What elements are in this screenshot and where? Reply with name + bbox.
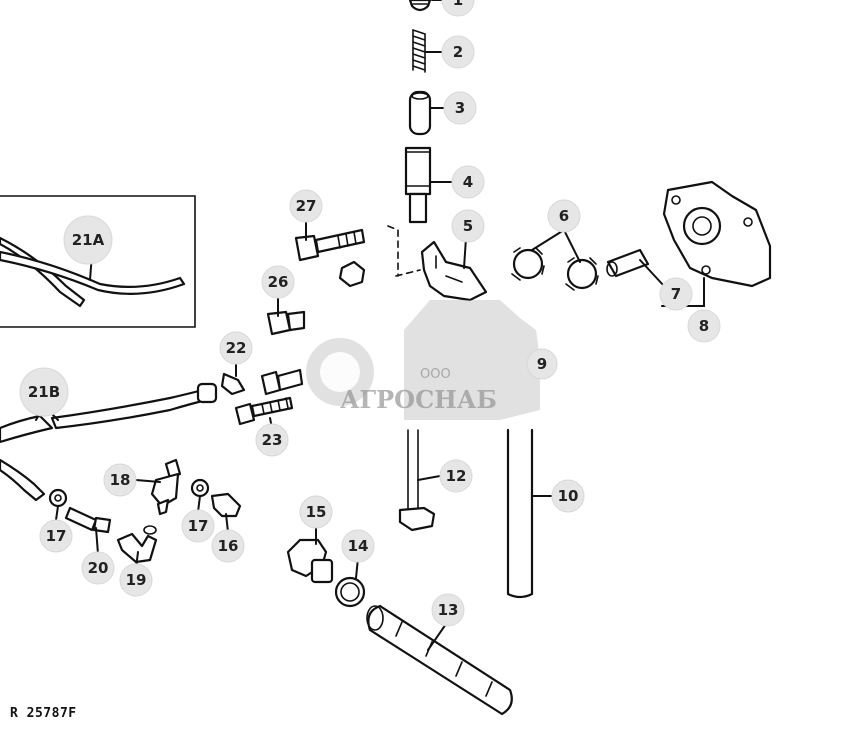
- callout-18-label: 18: [110, 471, 131, 489]
- part-12-pickup-tube: [398, 429, 436, 532]
- part-10-dipstick-tube: [506, 428, 534, 599]
- callout-14: 14: [341, 529, 375, 563]
- part-5-pump-body: [387, 225, 488, 302]
- callout-23: 23: [255, 423, 289, 457]
- company-watermark: ООО АГРОСНАБ: [306, 300, 540, 420]
- callout-13: 13: [431, 593, 465, 627]
- part-4-valve-housing: [404, 146, 432, 224]
- watermark-company: АГРОСНАБ: [340, 385, 497, 414]
- callout-6: 6: [547, 199, 581, 233]
- callout-19-label: 19: [126, 571, 147, 589]
- callout-4: 4: [451, 165, 485, 199]
- callout-17-right-label: 17: [188, 517, 209, 535]
- part-27-bolt: [294, 228, 366, 288]
- callout-10-label: 10: [558, 487, 579, 505]
- callout-23-label: 23: [262, 431, 283, 449]
- callout-14-label: 14: [348, 537, 369, 555]
- part-16-fitting: [210, 492, 242, 518]
- part-23-bolt: [234, 396, 294, 426]
- callout-17-right: 17: [181, 509, 215, 543]
- callout-9-label: 9: [537, 355, 547, 373]
- callout-21b-label: 21B: [28, 383, 60, 401]
- callout-12: 12: [439, 459, 473, 493]
- callout-13-label: 13: [438, 601, 459, 619]
- callout-2: 2: [441, 35, 475, 69]
- callout-21a-label: 21A: [72, 231, 105, 249]
- callout-21a: 21A: [63, 215, 113, 265]
- callout-27: 27: [289, 189, 323, 223]
- callout-10: 10: [551, 479, 585, 513]
- callout-6-label: 6: [559, 207, 569, 225]
- callout-1-label: 1: [453, 0, 463, 9]
- callout-21b: 21B: [19, 367, 69, 417]
- part-13-filter-screen: [366, 604, 513, 716]
- callout-20-label: 20: [88, 559, 109, 577]
- part-19-elbow: [116, 525, 158, 564]
- callout-17-left: 17: [39, 519, 73, 553]
- callout-27-label: 27: [296, 197, 317, 215]
- part-17-washer-left: [48, 488, 68, 508]
- callout-3: 3: [443, 91, 477, 125]
- part-22-fitting: [220, 372, 246, 396]
- part-7-bushing: [606, 248, 650, 278]
- callout-7-label: 7: [671, 285, 681, 303]
- part-21b-tube: [0, 382, 218, 502]
- callout-22-label: 22: [226, 339, 247, 357]
- callout-5: 5: [451, 209, 485, 243]
- callout-17-left-label: 17: [46, 527, 67, 545]
- callout-16: 16: [211, 529, 245, 563]
- part-6-gears: [511, 247, 599, 291]
- callout-4-label: 4: [463, 173, 473, 191]
- part-17-washer-right: [190, 478, 210, 498]
- callout-8-label: 8: [699, 317, 709, 335]
- callout-26-label: 26: [268, 273, 289, 291]
- part-15-drain-plug: [286, 538, 334, 584]
- callout-19: 19: [119, 563, 153, 597]
- watermark-prefix: ООО: [420, 367, 451, 382]
- callout-16-label: 16: [218, 537, 239, 555]
- part-8-pump-cover: [662, 180, 772, 288]
- callout-26: 26: [261, 265, 295, 299]
- callout-15-label: 15: [306, 503, 327, 521]
- callout-7: 7: [659, 277, 693, 311]
- drawing-reference-code: R 25787F: [10, 706, 77, 721]
- callout-8: 8: [687, 309, 721, 343]
- part-20-bolt: [64, 506, 112, 534]
- part-3-plunger: [408, 90, 432, 136]
- callout-20: 20: [81, 551, 115, 585]
- callout-3-label: 3: [455, 99, 465, 117]
- callout-1: 1: [441, 0, 475, 17]
- part-18-pressure-sender: [150, 458, 182, 516]
- callout-15: 15: [299, 495, 333, 529]
- callout-12-label: 12: [446, 467, 467, 485]
- callout-2-label: 2: [453, 43, 463, 61]
- part-26-bolt: [260, 310, 306, 396]
- part-21a-tube-frame: [0, 195, 196, 328]
- part-14-o-ring: [334, 576, 366, 608]
- part-2-spring: [412, 29, 426, 73]
- callout-22: 22: [219, 331, 253, 365]
- part-1-valve: [408, 0, 432, 12]
- callout-9: 9: [526, 348, 558, 380]
- callout-5-label: 5: [463, 217, 473, 235]
- callout-18: 18: [103, 463, 137, 497]
